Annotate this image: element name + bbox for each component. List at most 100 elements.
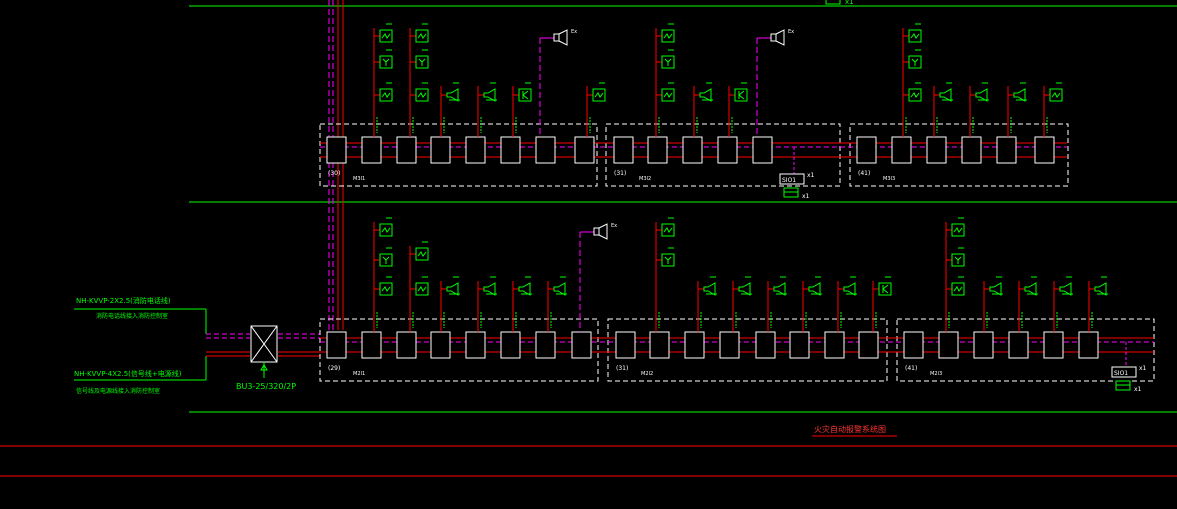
smoke-detector-icon[interactable] [415, 88, 429, 102]
smoke-detector-icon[interactable] [379, 282, 393, 296]
smoke-detector-icon[interactable] [661, 223, 675, 237]
smoke-detector-icon[interactable] [661, 29, 675, 43]
heat-detector-icon[interactable] [908, 55, 922, 69]
heat-detector-icon[interactable] [951, 253, 965, 267]
horn-strobe-icon[interactable] [989, 282, 1003, 296]
module-box[interactable] [326, 136, 347, 164]
module-box[interactable] [752, 136, 773, 164]
horn-strobe-icon[interactable] [446, 282, 460, 296]
module-box[interactable] [961, 136, 982, 164]
module-box[interactable] [938, 331, 959, 359]
module-box[interactable] [465, 331, 486, 359]
module-box[interactable] [717, 136, 738, 164]
module-box[interactable] [789, 331, 810, 359]
smoke-detector-icon[interactable] [661, 88, 675, 102]
module-group-frame [849, 123, 1069, 187]
module-box[interactable] [1034, 136, 1055, 164]
module-box[interactable] [535, 136, 556, 164]
smoke-detector-icon[interactable] [951, 223, 965, 237]
top-multiplier: x1 [845, 0, 854, 6]
horn-strobe-icon[interactable] [446, 88, 460, 102]
module-box[interactable] [856, 136, 877, 164]
horn-strobe-icon[interactable] [843, 282, 857, 296]
module-group-frame [607, 318, 888, 382]
smoke-detector-icon[interactable] [415, 282, 429, 296]
module-box[interactable] [500, 136, 521, 164]
smoke-detector-icon[interactable] [379, 29, 393, 43]
horn-strobe-icon[interactable] [518, 282, 532, 296]
module-box[interactable] [465, 136, 486, 164]
smoke-detector-icon[interactable] [1049, 88, 1063, 102]
module-box[interactable] [613, 136, 634, 164]
module-box[interactable] [684, 331, 705, 359]
smoke-detector-icon[interactable] [592, 88, 606, 102]
module-box[interactable] [396, 331, 417, 359]
module-box[interactable] [326, 331, 347, 359]
manual-call-point-icon[interactable] [878, 282, 892, 296]
module-group-frame [319, 123, 598, 187]
module-box[interactable] [903, 331, 924, 359]
module-box[interactable] [615, 331, 636, 359]
speaker-icon[interactable]: Ex [770, 29, 794, 46]
horn-strobe-icon[interactable] [483, 88, 497, 102]
manual-call-point-icon[interactable] [734, 88, 748, 102]
smoke-detector-icon[interactable] [415, 29, 429, 43]
heat-detector-icon[interactable] [415, 55, 429, 69]
smoke-detector-icon[interactable] [908, 88, 922, 102]
manual-call-point-icon[interactable] [518, 88, 532, 102]
heat-detector-icon[interactable] [661, 253, 675, 267]
horn-strobe-icon[interactable] [939, 88, 953, 102]
smoke-detector-icon[interactable] [379, 223, 393, 237]
speaker-icon[interactable]: Ex [553, 29, 577, 46]
module-box[interactable] [682, 136, 703, 164]
module-box[interactable] [1043, 331, 1064, 359]
module-box[interactable] [1078, 331, 1099, 359]
horn-strobe-icon[interactable] [1094, 282, 1108, 296]
module-box[interactable] [647, 136, 668, 164]
horn-strobe-icon[interactable] [1024, 282, 1038, 296]
horn-strobe-icon[interactable] [553, 282, 567, 296]
horn-strobe-icon[interactable] [1013, 88, 1027, 102]
module-box[interactable] [755, 331, 776, 359]
horn-strobe-icon[interactable] [1059, 282, 1073, 296]
smoke-detector-icon[interactable] [908, 29, 922, 43]
module-box[interactable] [926, 136, 947, 164]
horn-strobe-icon[interactable] [808, 282, 822, 296]
module-box[interactable] [571, 331, 592, 359]
horn-strobe-icon[interactable] [483, 282, 497, 296]
module-group-name: M2I2 [641, 371, 653, 377]
module-box[interactable] [649, 331, 670, 359]
module-box[interactable] [430, 136, 451, 164]
module-box[interactable] [361, 136, 382, 164]
module-box[interactable] [891, 136, 912, 164]
module-box[interactable] [1008, 331, 1029, 359]
module-box[interactable] [430, 331, 451, 359]
horn-strobe-icon[interactable] [975, 88, 989, 102]
module-box[interactable] [973, 331, 994, 359]
module-box[interactable] [361, 331, 382, 359]
module-group-name: M2I3 [930, 371, 942, 377]
heat-detector-icon[interactable] [379, 253, 393, 267]
speaker-icon[interactable]: Ex [593, 223, 617, 240]
heat-detector-icon[interactable] [661, 55, 675, 69]
horn-strobe-icon[interactable] [703, 282, 717, 296]
module-box[interactable] [535, 331, 556, 359]
module-box[interactable] [500, 331, 521, 359]
smoke-detector-icon[interactable] [951, 282, 965, 296]
horn-strobe-icon[interactable] [773, 282, 787, 296]
smoke-detector-icon[interactable] [379, 88, 393, 102]
heat-detector-icon[interactable] [379, 55, 393, 69]
horn-strobe-icon[interactable] [738, 282, 752, 296]
module-box[interactable] [824, 331, 845, 359]
module-box[interactable] [396, 136, 417, 164]
smoke-detector-icon[interactable] [415, 247, 429, 261]
module-box[interactable] [574, 136, 595, 164]
isolator-icon[interactable] [250, 325, 278, 378]
module-box[interactable] [719, 331, 740, 359]
module-box[interactable] [996, 136, 1017, 164]
module-box[interactable] [858, 331, 879, 359]
horn-strobe-icon[interactable] [699, 88, 713, 102]
